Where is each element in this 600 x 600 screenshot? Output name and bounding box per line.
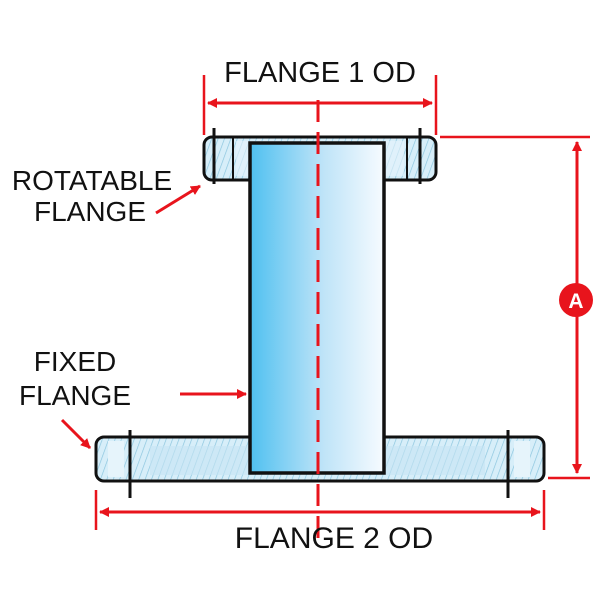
rotatable-label-line1: ROTATABLE	[12, 165, 172, 196]
flange2-od-dimension	[94, 490, 546, 530]
fixed-label-line1: FIXED	[34, 346, 116, 377]
flange2-od-label: FLANGE 2 OD	[235, 522, 433, 555]
fixed-flange-leader-arrow	[60, 418, 92, 450]
flange1-od-dimension	[202, 75, 438, 135]
fixed-label-line2: FLANGE	[19, 380, 131, 411]
dimension-a-label: A	[568, 290, 583, 313]
rotatable-leader-arrow	[155, 184, 201, 215]
dimension-a: A	[440, 135, 593, 480]
rotatable-label-line2: FLANGE	[34, 196, 146, 227]
flange1-od-label: FLANGE 1 OD	[224, 57, 416, 89]
dimension-a-badge	[559, 283, 593, 317]
